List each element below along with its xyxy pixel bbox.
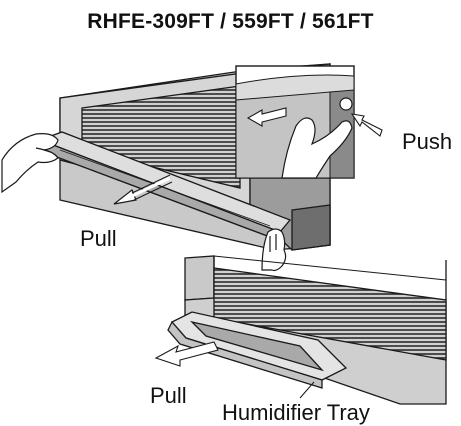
- label-humidifier-tray: Humidifier Tray: [222, 402, 370, 424]
- detail-inset: [236, 66, 382, 178]
- label-pull-bottom: Pull: [150, 385, 187, 407]
- left-hand: [2, 134, 58, 192]
- label-pull-top: Pull: [80, 228, 117, 250]
- tray-leader-line: [300, 382, 314, 398]
- label-push: Push: [402, 131, 452, 153]
